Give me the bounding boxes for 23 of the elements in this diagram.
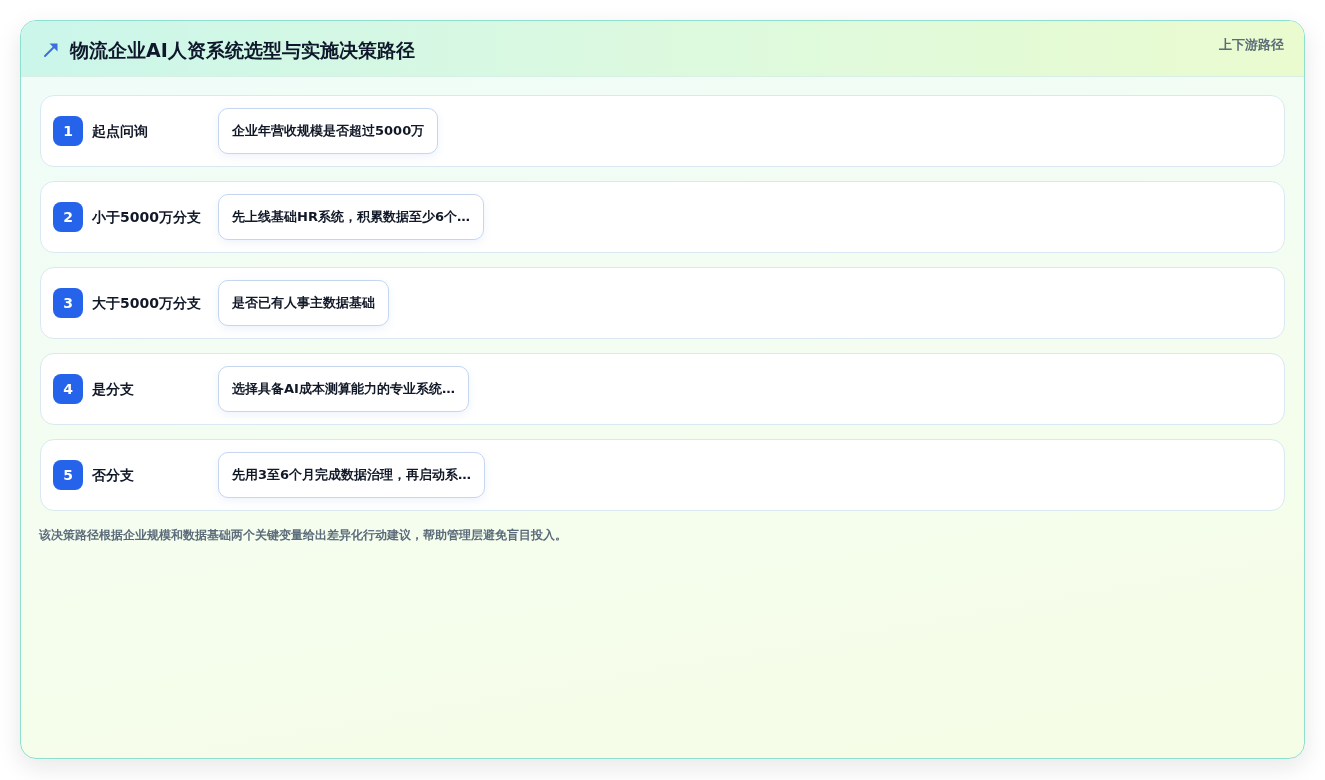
step-row — [40, 181, 1285, 253]
step-label: 小于5000万分支 — [92, 208, 201, 227]
step-number: 2 — [53, 202, 83, 232]
step-row — [40, 353, 1285, 425]
step-description: 先上线基础HR系统，积累数据至少6个… — [218, 194, 484, 240]
diagram-title: 物流企业AI人资系统选型与实施决策路径 — [70, 38, 415, 63]
step-number: 4 — [53, 374, 83, 404]
step-number: 5 — [53, 460, 83, 490]
step-label: 是分支 — [92, 380, 134, 399]
step-label: 大于5000万分支 — [92, 294, 201, 313]
step-row — [40, 439, 1285, 511]
step-number: 1 — [53, 116, 83, 146]
step-row — [40, 95, 1285, 167]
step-label: 否分支 — [92, 466, 134, 485]
step-description: 是否已有人事主数据基础 — [218, 280, 389, 326]
caption-text: 该决策路径根据企业规模和数据基础两个关键变量给出差异化行动建议，帮助管理层避免盲目投入。 — [39, 527, 567, 544]
step-number: 3 — [53, 288, 83, 318]
step-row — [40, 267, 1285, 339]
header-note: 上下游路径 — [1219, 36, 1284, 54]
step-description: 选择具备AI成本测算能力的专业系统… — [218, 366, 469, 412]
step-description: 先用3至6个月完成数据治理，再启动系… — [218, 452, 486, 498]
step-label: 起点问询 — [92, 122, 148, 141]
step-description: 企业年营收规模是否超过5000万 — [218, 108, 439, 154]
